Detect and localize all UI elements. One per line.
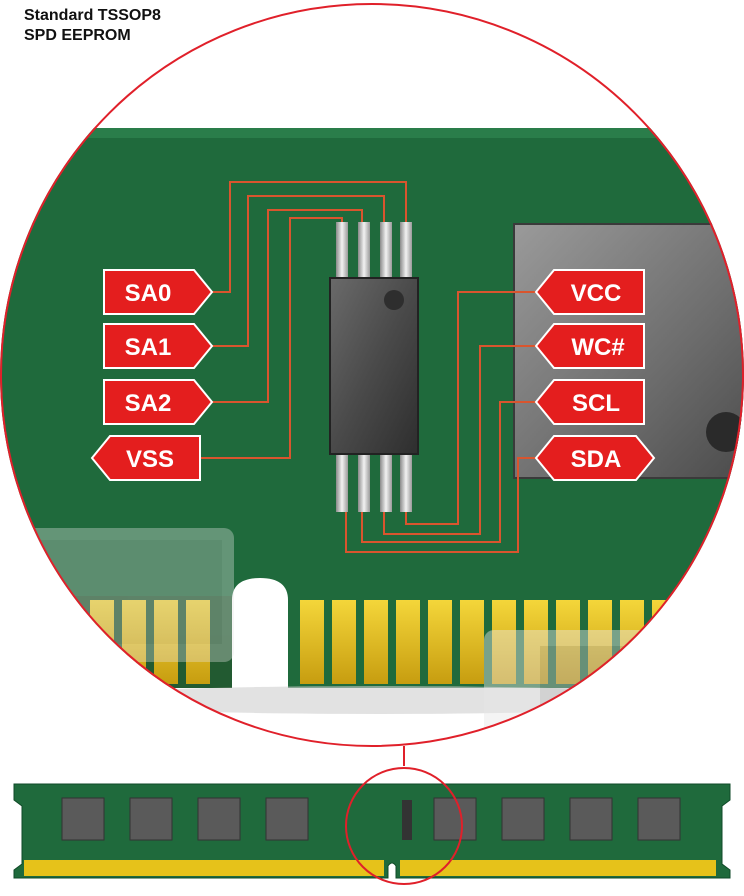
label-sda-text: SDA xyxy=(571,446,622,473)
pcb-traces xyxy=(200,181,536,553)
label-wc: WC# xyxy=(534,323,645,369)
label-scl: SCL xyxy=(534,379,645,425)
label-sa0-text: SA0 xyxy=(125,280,172,307)
diagram-title: Standard TSSOP8 SPD EEPROM xyxy=(24,6,161,46)
module-chip-7 xyxy=(569,797,613,841)
module-chip-2 xyxy=(129,797,173,841)
label-wc-text: WC# xyxy=(571,334,624,361)
label-vcc: VCC xyxy=(534,269,645,315)
label-sa2: SA2 xyxy=(103,379,214,425)
label-sa1-text: SA1 xyxy=(125,334,172,361)
watermark-right: STYLE SHOWSHOCK SOFTNOLOGY xyxy=(484,630,696,759)
label-scl-text: SCL xyxy=(572,390,620,417)
module-chip-4 xyxy=(265,797,309,841)
watermark-right-style: STYLE xyxy=(650,639,689,653)
watermark-right-text: SHOWSHOCK SOFTNOLOGY xyxy=(496,745,664,759)
label-sa2-text: SA2 xyxy=(125,390,172,417)
module-chip-3 xyxy=(197,797,241,841)
module-chip-5 xyxy=(433,797,477,841)
watermark-left: SHOWSHOCK xyxy=(22,528,234,662)
eeprom-chip xyxy=(329,222,419,512)
label-sa0: SA0 xyxy=(103,269,214,315)
module-chip-8 xyxy=(637,797,681,841)
small-magnifier-circle xyxy=(345,767,463,885)
title-line-2: SPD EEPROM xyxy=(24,27,131,44)
label-sa1: SA1 xyxy=(103,323,214,369)
magnified-view: SA0 SA1 SA2 VSS VCC WC# SCL xyxy=(0,128,744,759)
module-chip-6 xyxy=(501,797,545,841)
label-vss: VSS xyxy=(90,435,201,481)
module-eeprom xyxy=(402,800,412,840)
title-line-1: Standard TSSOP8 xyxy=(24,7,161,24)
watermark-left-text: SHOWSHOCK xyxy=(44,645,125,659)
label-vss-text: VSS xyxy=(126,446,174,473)
memory-module xyxy=(13,783,731,879)
label-sda: SDA xyxy=(534,435,656,481)
magnifier-circle xyxy=(0,3,744,747)
label-vcc-text: VCC xyxy=(571,280,622,307)
module-chip-1 xyxy=(61,797,105,841)
